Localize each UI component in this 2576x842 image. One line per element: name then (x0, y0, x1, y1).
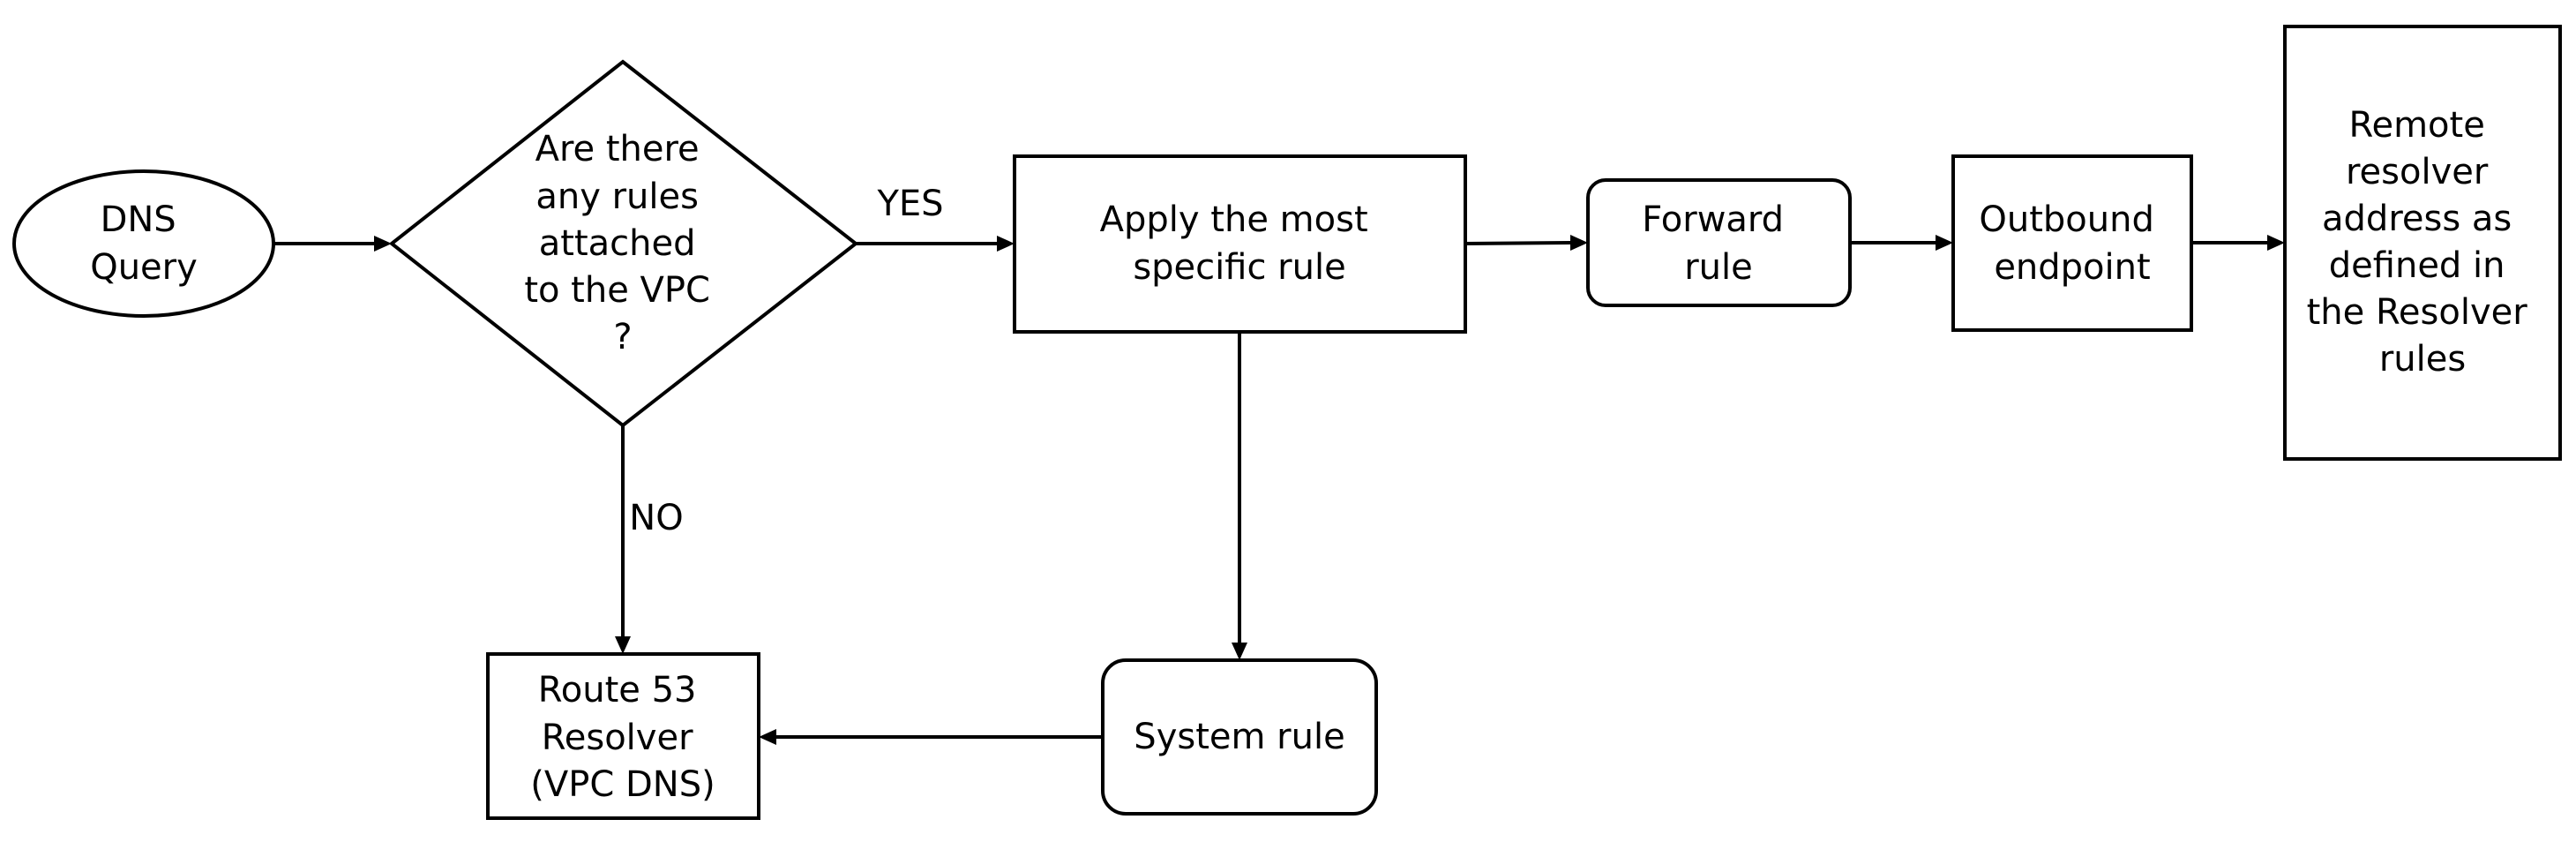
no-label: NO (629, 498, 683, 538)
apply-rule-label-line: specific rule (1133, 247, 1345, 288)
remote-resolver-node (2283, 25, 2562, 461)
dns-query-label-line: Query (90, 247, 198, 288)
outbound-endpoint-label-line: endpoint (1994, 247, 2150, 288)
remote-resolver-label-line: defined in (2329, 245, 2505, 286)
dns-query-label-line: DNS (101, 199, 176, 240)
arrowhead-decision-to-apply (997, 236, 1015, 252)
route53-resolver-node (486, 652, 760, 820)
decision-label-line: any rules (535, 177, 699, 217)
dns-query-node (12, 169, 275, 318)
route53-resolver-label-line: Resolver (542, 718, 693, 758)
decision-label-line: attached (539, 223, 696, 264)
remote-resolver-label-line: rules (2379, 339, 2466, 380)
outbound-endpoint-label: Outbound endpoint (1979, 199, 2165, 288)
remote-resolver-label: Remote resolver address as defined in th… (2307, 105, 2539, 380)
remote-resolver-label-line: address as (2322, 199, 2512, 239)
arrowhead-forward-to-outbound (1936, 235, 1953, 251)
arrowhead-system-to-route53 (759, 729, 776, 745)
outbound-endpoint-label-line: Outbound (1979, 199, 2153, 240)
decision-label-line: Are there (535, 129, 700, 169)
system-rule-label-line: System rule (1134, 717, 1344, 757)
edge-apply-to-forward (1464, 241, 1573, 245)
remote-resolver-label-line: Remote (2348, 105, 2484, 146)
arrowhead-apply-to-forward (1570, 235, 1588, 251)
route53-resolver-label: Route 53 Resolver (VPC DNS) (530, 670, 715, 805)
arrowhead-query-to-decision (374, 236, 392, 252)
forward-rule-label: Forward rule (1642, 199, 1795, 288)
decision-label-line: to the VPC (524, 270, 710, 311)
system-rule-label: System rule (1134, 717, 1344, 757)
remote-resolver-label-line: the Resolver (2307, 292, 2528, 333)
apply-rule-label-line: Apply the most (1100, 199, 1368, 240)
outbound-endpoint-node (1951, 154, 2193, 332)
forward-rule-label-line: rule (1684, 247, 1753, 288)
apply-rule-node (1013, 154, 1467, 334)
decision-label-line: ? (613, 317, 632, 357)
remote-resolver-label-line: resolver (2346, 152, 2489, 192)
dns-query-label: DNS Query (90, 199, 198, 288)
apply-rule-label: Apply the most specific rule (1100, 199, 1380, 288)
route53-resolver-label-line: (VPC DNS) (530, 764, 715, 805)
forward-rule-label-line: Forward (1642, 199, 1784, 240)
route53-resolver-label-line: Route 53 (538, 670, 697, 710)
yes-label: YES (876, 184, 943, 224)
arrowhead-outbound-to-remote (2267, 235, 2285, 251)
arrowhead-decision-to-route53 (615, 636, 631, 654)
decision-label: Are there any rules attached to the VPC … (524, 129, 721, 357)
arrowhead-apply-to-system (1232, 643, 1247, 660)
